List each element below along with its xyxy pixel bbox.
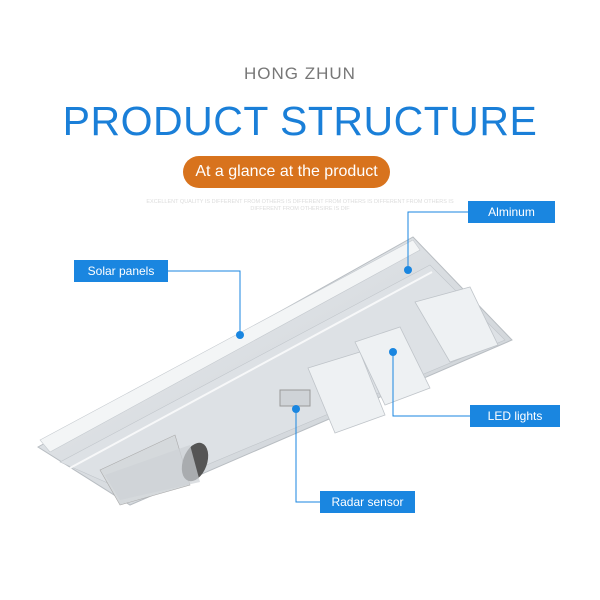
fine-print: EXCELLENT QUALITY IS DIFFERENT FROM OTHE… bbox=[146, 199, 454, 212]
page-title: PRODUCT STRUCTURE bbox=[62, 98, 538, 144]
callout-aluminum: Alminum bbox=[468, 201, 555, 223]
subtitle-badge: At a glance at the product bbox=[183, 156, 390, 188]
solar-marker bbox=[236, 331, 244, 339]
callout-solar-panels: Solar panels bbox=[74, 260, 168, 282]
callout-radar-sensor: Radar sensor bbox=[320, 491, 415, 513]
led-marker bbox=[389, 348, 397, 356]
aluminum-marker bbox=[404, 266, 412, 274]
callout-led-lights: LED lights bbox=[470, 405, 560, 427]
brand-name: HONG ZHUN bbox=[244, 64, 356, 83]
radar-marker bbox=[292, 405, 300, 413]
